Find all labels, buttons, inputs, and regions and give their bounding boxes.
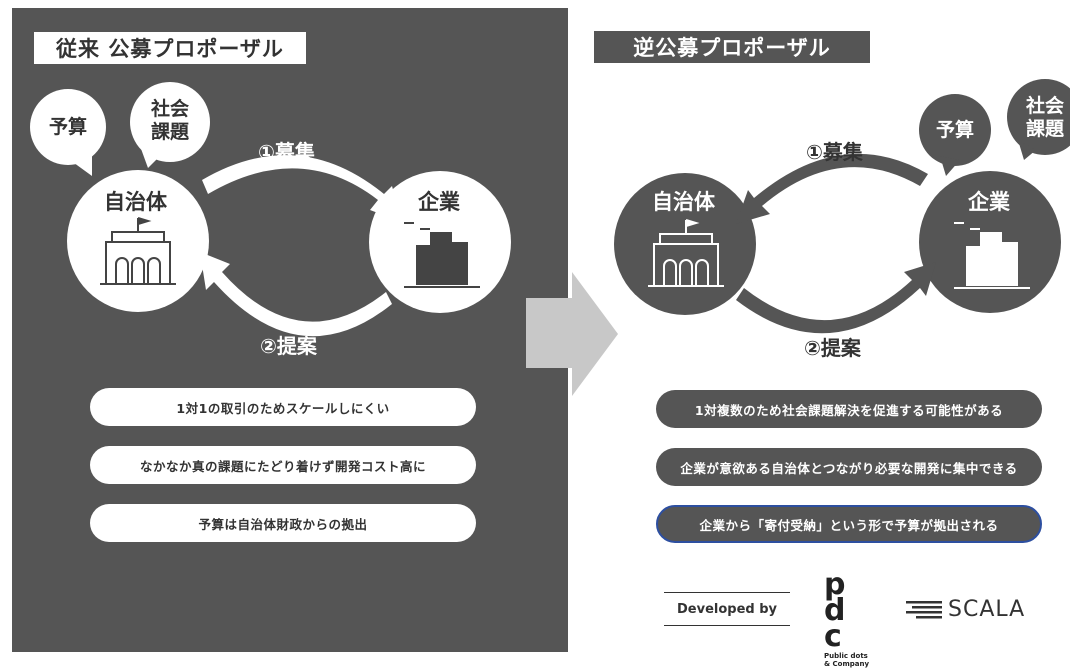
- office-buildings-icon: [404, 222, 480, 288]
- recruit-arrow-right: [736, 153, 928, 224]
- right-point-2: 企業が意欲ある自治体とつながり必要な開発に集中できる: [656, 448, 1042, 486]
- right-diagram: [614, 79, 1070, 334]
- company-label: 企業: [418, 190, 460, 214]
- budget-label: 予算: [48, 116, 87, 138]
- municipality-label: 自治体: [104, 190, 167, 214]
- right-title: 逆公募プロポーザル: [594, 31, 870, 63]
- left-point-1: 1対1の取引のためスケールしにくい: [90, 388, 476, 426]
- pdc-mark: pdc: [824, 567, 846, 654]
- social-label-right-1: 社会: [1025, 95, 1064, 117]
- left-point-3: 予算は自治体財政からの拠出: [90, 504, 476, 542]
- left-point-2: なかなか真の課題にたどり着けず開発コスト高に: [90, 446, 476, 484]
- pdc-name-1: Public dots: [824, 652, 868, 660]
- budget-label-right: 予算: [935, 119, 974, 141]
- social-issue-bubble-right: [1007, 79, 1070, 160]
- pdc-name-2: & Company: [824, 660, 870, 668]
- proposal-label-right: ②提案: [804, 336, 861, 360]
- proposal-label: ②提案: [260, 334, 317, 358]
- company-label-right: 企業: [968, 190, 1010, 214]
- right-point-1: 1対複数のため社会課題解決を促進する可能性がある: [656, 390, 1042, 428]
- recruit-label-right: ①募集: [806, 140, 863, 164]
- scala-label: SCALA: [948, 597, 1026, 622]
- proposal-arrow: [200, 252, 392, 337]
- developed-by-label: Developed by: [664, 592, 790, 626]
- social-label-2: 課題: [150, 121, 189, 143]
- social-label-1: 社会: [150, 98, 189, 120]
- recruit-label: ①募集: [258, 140, 315, 164]
- municipality-label-right: 自治体: [652, 190, 715, 214]
- left-diagram: [30, 82, 511, 337]
- transition-arrow-icon: [526, 272, 618, 396]
- social-label-right-2: 課題: [1025, 118, 1064, 140]
- right-point-3: 企業から「寄付受納」という形で予算が拠出される: [656, 505, 1042, 543]
- social-issue-bubble: [130, 82, 210, 168]
- proposal-arrow-right: [736, 262, 936, 334]
- city-hall-icon: [100, 217, 176, 285]
- scala-logo-icon: [906, 601, 942, 619]
- recruit-arrow: [202, 155, 402, 222]
- left-title: 従来 公募プロポーザル: [34, 32, 306, 64]
- city-hall-icon-right: [648, 219, 724, 287]
- budget-bubble-right: [919, 94, 991, 176]
- budget-bubble: [30, 89, 106, 176]
- office-buildings-icon-right: [954, 222, 1030, 289]
